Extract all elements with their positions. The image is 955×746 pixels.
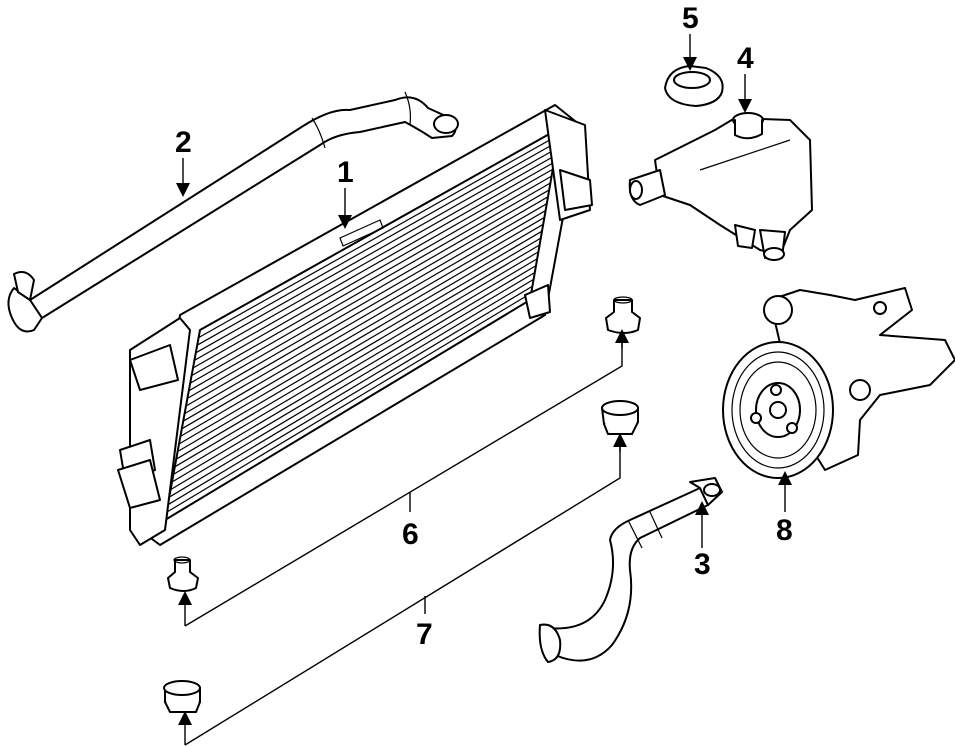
radiator-fin-line — [173, 258, 538, 475]
lower-hose-icon — [538, 477, 723, 663]
radiator-fin-line — [195, 148, 557, 354]
callout-1: 1 — [337, 156, 354, 189]
radiator-fin-line — [174, 251, 539, 468]
callout-8: 8 — [776, 514, 793, 547]
radiator-fin-line — [194, 154, 556, 361]
radiator-fin-line — [168, 278, 534, 498]
lower-insulator-icon — [167, 296, 641, 592]
callout-2: 2 — [175, 126, 192, 159]
radiator-fin-line — [178, 230, 543, 445]
radiator-fin-line — [175, 244, 540, 460]
radiator-fin-line — [181, 216, 545, 430]
radiator-fin-line — [196, 141, 558, 346]
callout-4: 4 — [737, 42, 754, 75]
callout-6: 6 — [402, 518, 419, 551]
radiator-fin-line — [188, 182, 551, 392]
water-pump-icon — [722, 287, 955, 479]
radiator-fin-line — [192, 161, 555, 369]
leader-lines — [176, 34, 792, 746]
cap-icon — [664, 65, 724, 107]
radiator-fin-line — [189, 175, 552, 384]
radiator-fin-line — [198, 134, 560, 339]
radiator-fin-line — [187, 189, 550, 399]
radiator-fin-line — [184, 203, 548, 415]
upper-hose-icon — [7, 91, 459, 333]
reservoir-icon — [628, 112, 813, 261]
callout-5: 5 — [682, 2, 699, 35]
radiator-fin-line — [170, 271, 536, 491]
radiator-fin-line — [185, 196, 549, 407]
radiator-fin-line — [167, 285, 533, 506]
callout-7: 7 — [416, 618, 433, 651]
radiator-fin-line — [191, 168, 554, 377]
radiator-fin-line — [164, 299, 531, 521]
radiator-fin-line — [177, 237, 542, 453]
radiator-fin-line — [166, 292, 532, 513]
radiator-icon — [117, 104, 593, 546]
callout-3: 3 — [694, 548, 711, 581]
radiator-fin-line — [171, 265, 537, 483]
radiator-fin-line — [182, 210, 546, 422]
radiator-fin-line — [180, 223, 544, 437]
